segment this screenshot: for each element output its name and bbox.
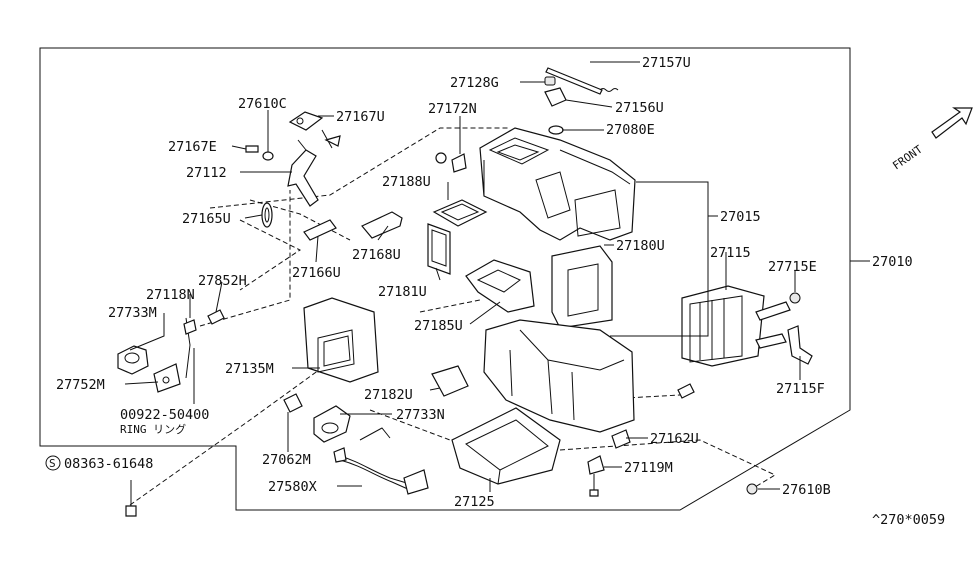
label-27119M: 27119M: [624, 460, 673, 476]
part-27166U-cam: [303, 219, 337, 241]
part-27733M-motor: [117, 345, 149, 375]
label-27182U: 27182U: [364, 387, 413, 403]
part-27118N-rod: [183, 317, 197, 379]
label-27610C: 27610C: [238, 96, 287, 112]
label-27156U: 27156U: [615, 100, 664, 116]
part-27180U-cover: [551, 245, 613, 329]
part-27181U-door: [427, 223, 451, 275]
front-arrow-icon: [931, 107, 973, 139]
part-27185U-door: [465, 259, 535, 313]
part-27062M-sensor: [283, 393, 303, 413]
part-27135M-duct: [303, 297, 379, 383]
label-27115: 27115: [710, 245, 751, 261]
assembly-boundary: [39, 47, 851, 511]
diagram-code: ^270*0059: [872, 512, 945, 528]
label-27172N: 27172N: [428, 101, 477, 117]
part-27165U-ring: [261, 202, 273, 228]
label-ring: RING リング: [120, 422, 186, 436]
label-27181U: 27181U: [378, 284, 427, 300]
label-27118N: 27118N: [146, 287, 195, 303]
part-labels: 27157U 27128G 27156U 27080E 27610C 27167…: [45, 55, 945, 528]
label-27852H: 27852H: [198, 273, 247, 289]
part-27119M-clip: [587, 455, 605, 497]
part-27128G-clip: [544, 76, 556, 86]
label-27185U: 27185U: [414, 318, 463, 334]
label-27015: 27015: [720, 209, 761, 225]
label-27165U: 27165U: [182, 211, 231, 227]
part-27156U-link: [544, 87, 567, 107]
label-27610B: 27610B: [782, 482, 831, 498]
label-circle-s: S: [49, 457, 56, 470]
part-27733N-actuator: [313, 405, 351, 443]
leader-lines: [124, 61, 870, 492]
label-27715E: 27715E: [768, 259, 817, 275]
part-27015-upper-housing: [479, 127, 636, 241]
part-27168U-link: [361, 211, 403, 239]
label-27080E: 27080E: [606, 122, 655, 138]
label-08363-61648: 08363-61648: [64, 456, 153, 472]
label-27135M: 27135M: [225, 361, 274, 377]
part-27715E-bolt: [789, 292, 801, 304]
part-27182U-flap: [431, 365, 469, 397]
part-27752M-bracket: [153, 363, 181, 393]
label-27166U: 27166U: [292, 265, 341, 281]
label-27167E: 27167E: [168, 139, 217, 155]
label-00922-50400: 00922-50400: [120, 407, 209, 423]
part-27162U-bracket: [611, 429, 631, 449]
dashed-guides: [129, 127, 777, 506]
part-27125-lower-case: [451, 407, 561, 485]
label-27162U: 27162U: [650, 431, 699, 447]
label-27157U: 27157U: [642, 55, 691, 71]
label-27733M: 27733M: [108, 305, 157, 321]
part-27115F-bracket: [787, 325, 813, 365]
part-27610C-screw: [262, 151, 274, 161]
part-27112-lever: [287, 139, 319, 207]
label-27733N: 27733N: [396, 407, 445, 423]
label-27180U: 27180U: [616, 238, 665, 254]
label-27115F: 27115F: [776, 381, 825, 397]
label-27010: 27010: [872, 254, 913, 270]
part-27115-heater-core: [681, 285, 791, 367]
label-27167U: 27167U: [336, 109, 385, 125]
label-27112: 27112: [186, 165, 227, 181]
part-27852H-clip: [207, 309, 225, 325]
part-27167E-bolt: [245, 145, 259, 153]
label-27580X: 27580X: [268, 479, 317, 495]
part-27172N-clip: [435, 152, 467, 173]
part-27580X-harness: [333, 427, 429, 495]
part-27188U-frame: [432, 199, 488, 227]
label-27062M: 27062M: [262, 452, 311, 468]
label-27125: 27125: [454, 494, 495, 510]
circle-s-icon: [45, 455, 61, 471]
label-27188U: 27188U: [382, 174, 431, 190]
part-lower-housing: [483, 319, 635, 433]
part-27157U-rod: [545, 67, 619, 95]
part-27610B-nut: [746, 483, 758, 495]
part-27080E-grommet: [548, 125, 564, 135]
part-clip-small: [677, 383, 695, 399]
label-27128G: 27128G: [450, 75, 499, 91]
part-27167U-bracket: [288, 111, 341, 149]
part-08363-screw: [125, 480, 137, 517]
label-27752M: 27752M: [56, 377, 105, 393]
label-front: FRONT: [890, 143, 925, 173]
label-27168U: 27168U: [352, 247, 401, 263]
